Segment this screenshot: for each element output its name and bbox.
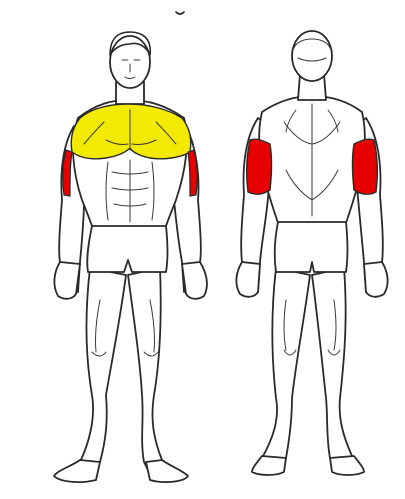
front-right-hand xyxy=(182,262,207,299)
front-left-leg xyxy=(72,268,126,474)
back-right-foot xyxy=(330,456,364,475)
front-left-triceps-highlight xyxy=(63,150,72,196)
back-left-triceps-highlight xyxy=(247,139,272,194)
back-right-leg xyxy=(312,268,360,470)
front-left-hand xyxy=(54,262,80,299)
back-left-foot xyxy=(252,456,286,475)
front-right-triceps-highlight xyxy=(188,150,197,196)
front-left-foot xyxy=(54,460,100,482)
back-right-hand xyxy=(364,262,388,297)
front-figure xyxy=(54,32,207,482)
back-left-leg xyxy=(256,268,310,470)
back-right-triceps-highlight xyxy=(353,139,378,194)
back-left-hand xyxy=(236,262,260,297)
front-right-foot xyxy=(146,460,188,482)
front-shorts xyxy=(87,226,167,272)
back-figure xyxy=(236,31,387,475)
stray-mark xyxy=(176,12,184,14)
back-shorts xyxy=(275,222,348,272)
front-right-leg xyxy=(128,268,172,474)
